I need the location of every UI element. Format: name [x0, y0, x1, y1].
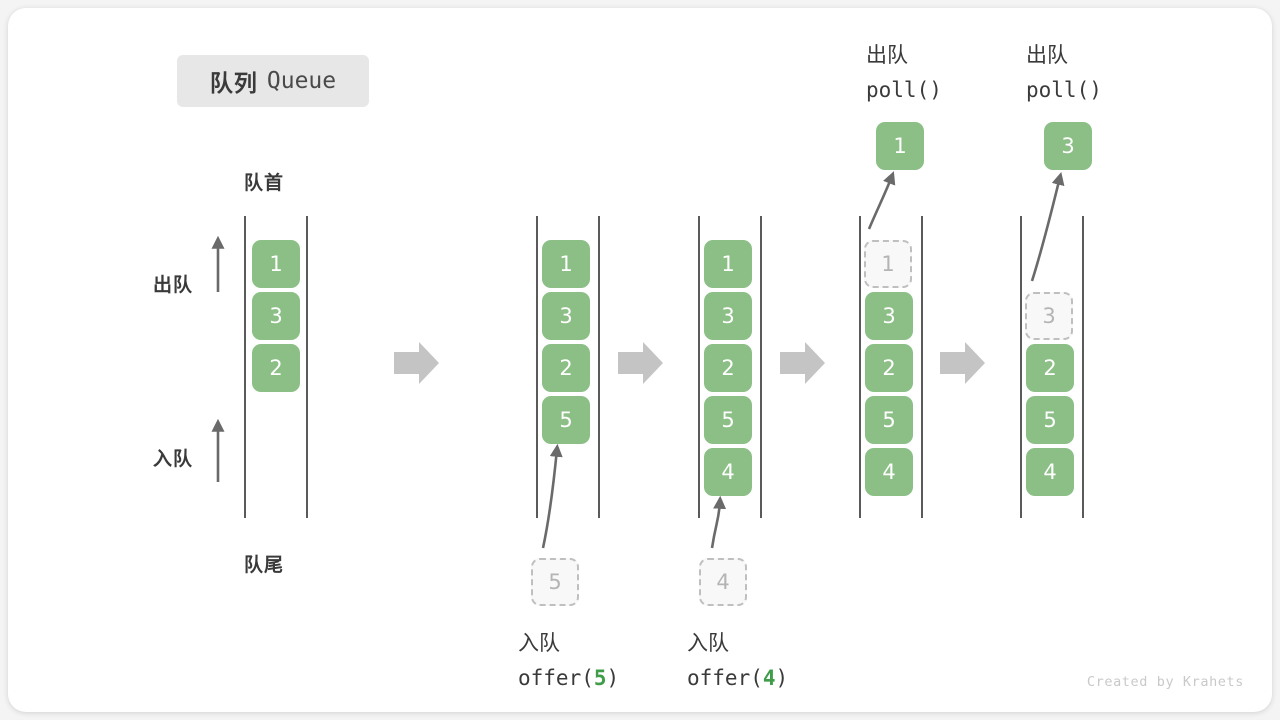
- dequeue-direction-label: 出队: [153, 275, 194, 296]
- queue-element-new: 4: [704, 448, 752, 496]
- queue-element: 2: [704, 344, 752, 392]
- queue-element: 1: [704, 240, 752, 288]
- figure-title-en: Queue: [266, 68, 337, 94]
- queue-front-label: 队首: [244, 173, 285, 194]
- code-suffix: ): [775, 666, 789, 690]
- queue-element: 3: [865, 292, 913, 340]
- queue-element: 5: [704, 396, 752, 444]
- queue-element: 2: [252, 344, 300, 392]
- queue-rail-right-1: [306, 216, 308, 518]
- operation-caption-code: offer(4): [687, 661, 788, 696]
- incoming-element-ghost: 5: [531, 558, 579, 606]
- enqueue-direction-label: 入队: [153, 449, 194, 470]
- queue-rear-label: 队尾: [244, 555, 285, 576]
- queue-element: 1: [252, 240, 300, 288]
- polled-element: 3: [1044, 122, 1092, 170]
- code-prefix: offer(: [687, 666, 763, 690]
- queue-element-new: 5: [542, 396, 590, 444]
- queue-element: 1: [542, 240, 590, 288]
- queue-rail-left-3: [698, 216, 700, 518]
- operation-caption-offer-5: 入队 offer(5): [518, 626, 619, 696]
- queue-element: 2: [542, 344, 590, 392]
- operation-caption-cn: 出队: [866, 44, 908, 67]
- code-arg: 5: [593, 666, 607, 690]
- queue-rail-left-1: [244, 216, 246, 518]
- queue-rail-right-3: [760, 216, 762, 518]
- operation-caption-cn: 出队: [1026, 44, 1068, 67]
- queue-rail-right-4: [921, 216, 923, 518]
- queue-element: 4: [865, 448, 913, 496]
- queue-element: 3: [542, 292, 590, 340]
- removed-element-ghost: 3: [1025, 292, 1073, 340]
- operation-caption-code: poll(): [1026, 78, 1102, 102]
- credit-text: Created by Krahets: [1086, 674, 1244, 690]
- figure-title-chip: 队列 Queue: [177, 55, 369, 107]
- figure-title-cn: 队列: [209, 70, 258, 96]
- operation-caption-poll-1: 出队 poll(): [866, 38, 942, 108]
- operation-caption-cn: 入队: [518, 632, 560, 655]
- operation-caption-cn: 入队: [687, 632, 729, 655]
- incoming-element-ghost: 4: [699, 558, 747, 606]
- queue-rail-right-2: [598, 216, 600, 518]
- queue-element: 2: [865, 344, 913, 392]
- queue-element: 4: [1026, 448, 1074, 496]
- queue-rail-left-5: [1020, 216, 1022, 518]
- queue-rail-left-4: [859, 216, 861, 518]
- operation-caption-code: poll(): [866, 78, 942, 102]
- queue-element: 5: [865, 396, 913, 444]
- removed-element-ghost: 1: [864, 240, 912, 288]
- queue-element: 3: [252, 292, 300, 340]
- figure-card: 队列 Queue 队首 队尾 出队 入队 1 3 2 1 3 2 5 5 入队 …: [8, 8, 1272, 712]
- polled-element: 1: [876, 122, 924, 170]
- queue-rail-right-5: [1082, 216, 1084, 518]
- code-arg: 4: [762, 666, 776, 690]
- operation-caption-code: offer(5): [518, 661, 619, 696]
- operation-caption-offer-4: 入队 offer(4): [687, 626, 788, 696]
- code-suffix: ): [606, 666, 620, 690]
- operation-caption-poll-3: 出队 poll(): [1026, 38, 1102, 108]
- queue-element: 5: [1026, 396, 1074, 444]
- queue-element: 3: [704, 292, 752, 340]
- queue-rail-left-2: [536, 216, 538, 518]
- code-prefix: offer(: [518, 666, 594, 690]
- queue-element: 2: [1026, 344, 1074, 392]
